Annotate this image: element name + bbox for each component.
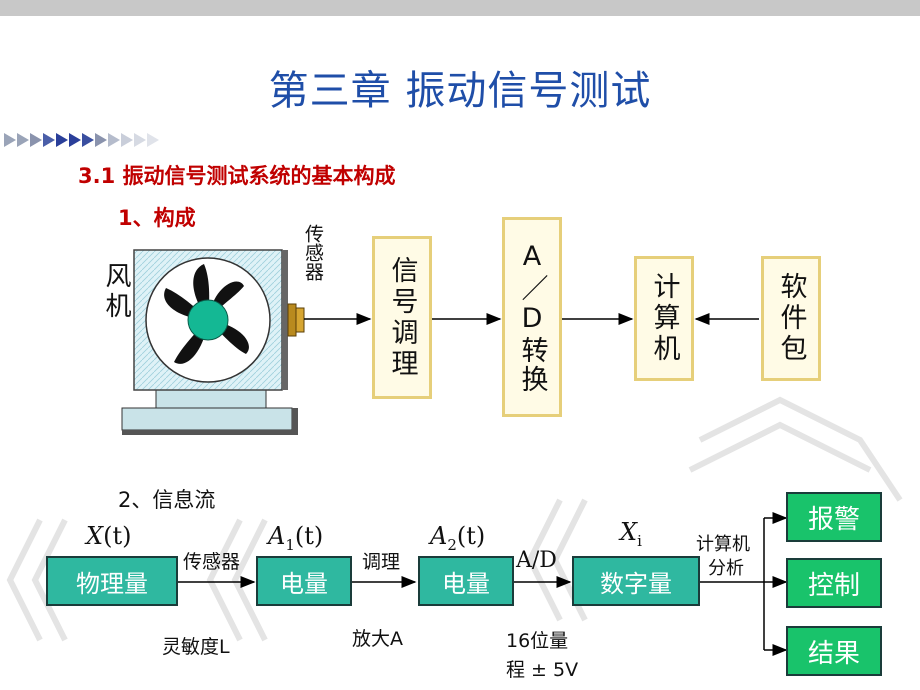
label-computer: 计算机 [696,534,750,555]
alarm-box: 报警 [786,492,882,542]
electrical-quantity-box-1: 电量 [256,556,352,606]
physical-quantity-box: 物理量 [46,556,178,606]
arrow-strip-mark [56,133,68,147]
label-amplification: 放大A [352,628,403,650]
arrow-strip-mark [147,133,159,147]
label-analysis: 分析 [708,558,744,579]
arrow-strip-mark [43,133,55,147]
arrow-strip-mark [4,133,16,147]
subheading-info-flow: 2、信息流 [118,488,216,512]
ad-conversion-label: A／D转换 [516,240,548,394]
arrow-strip-decoration [4,133,159,147]
label-conditioning: 调理 [362,551,401,573]
result-box: 结果 [786,626,882,676]
page-title: 第三章 振动信号测试 [268,68,652,114]
label-range-line2: 程 ± 5V [506,659,579,681]
subheading-composition: 1、构成 [118,206,196,230]
arrow-strip-mark [108,133,120,147]
fan-label: 风机 [101,262,131,322]
background-decoration [6,396,903,642]
signal-conditioning-label: 信号调理 [386,255,418,380]
stage-symbol-digital: Xi [620,518,642,550]
computer-block: 计算机 [634,256,694,381]
stage-symbol-electrical-2: A2(t) [430,522,486,554]
fan-illustration [121,249,305,435]
sensor-label: 传感器 [302,224,324,281]
arrow-strip-mark [121,133,133,147]
arrow-strip-mark [82,133,94,147]
section-heading: 3.1 振动信号测试系统的基本构成 [78,164,396,188]
stage-symbol-electrical-1: A1(t) [268,522,324,554]
arrow-strip-mark [17,133,29,147]
ad-conversion-block: A／D转换 [502,217,562,417]
label-ad: A/D [516,548,557,573]
top-bar [0,0,920,16]
label-range-line1: 16位量 [506,630,569,652]
label-sensor: 传感器 [183,551,241,573]
electrical-quantity-box-2: 电量 [418,556,514,606]
arrow-strip-mark [134,133,146,147]
software-label: 软件包 [775,272,807,365]
signal-conditioning-block: 信号调理 [372,236,432,399]
digital-quantity-box: 数字量 [572,556,700,606]
software-block: 软件包 [761,256,821,381]
stage-symbol-physical: X(t) [86,522,132,550]
label-sensitivity: 灵敏度L [162,636,230,658]
control-box: 控制 [786,558,882,608]
arrow-strip-mark [30,133,42,147]
arrow-strip-mark [95,133,107,147]
computer-label: 计算机 [648,272,680,365]
arrow-strip-mark [69,133,81,147]
